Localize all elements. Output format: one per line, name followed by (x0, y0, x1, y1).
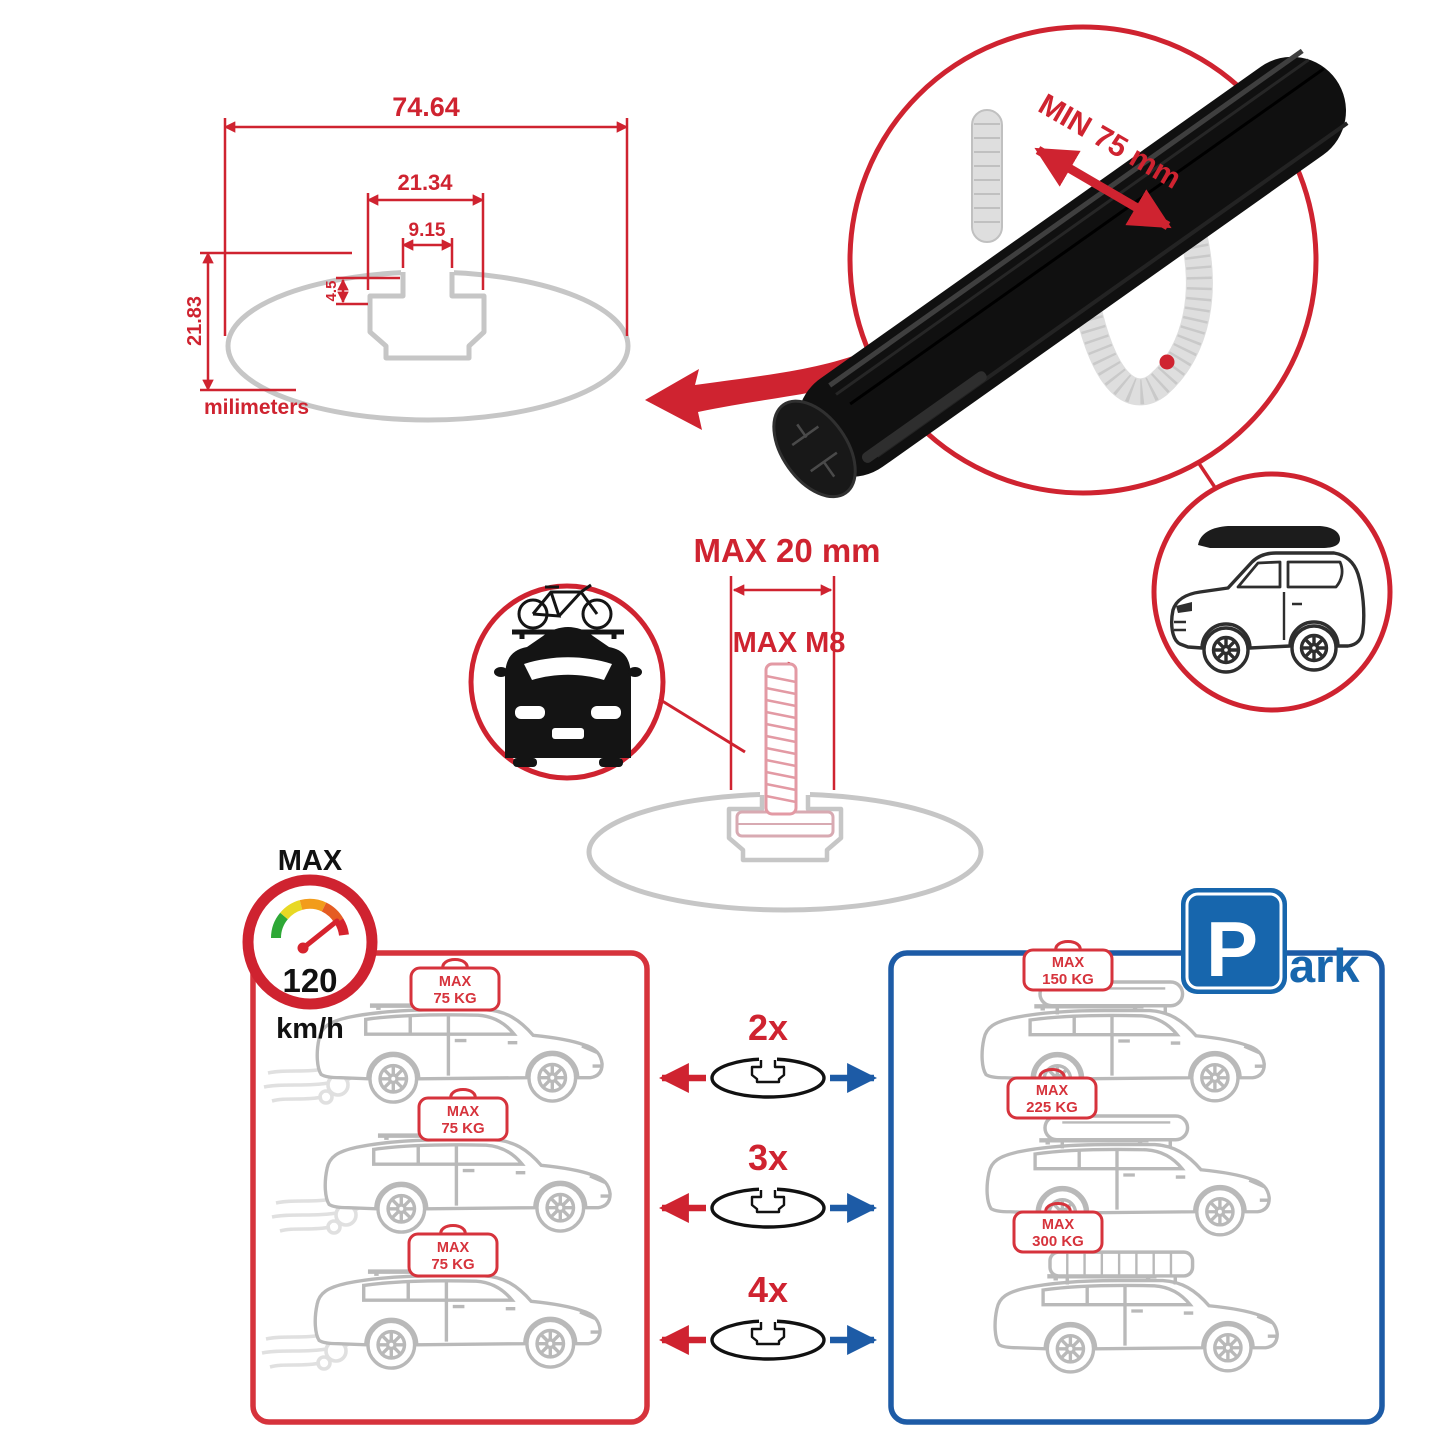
svg-text:MAX: MAX (437, 1240, 470, 1256)
load-badge-parked-1: MAX 150 KG (1022, 940, 1114, 992)
svg-text:300 KG: 300 KG (1032, 1233, 1084, 1250)
multiplier-label: 2x (748, 1007, 788, 1048)
bar-count-icon (710, 1316, 826, 1361)
profile-channel (367, 272, 487, 361)
load-badge-parked-2: MAX 225 KG (1006, 1068, 1098, 1120)
svg-text:225 KG: 225 KG (1026, 1099, 1078, 1116)
bar-count-icon (710, 1054, 826, 1099)
roofbox-suv-circle (1151, 471, 1393, 713)
svg-text:MAX: MAX (1036, 1083, 1069, 1099)
load-badge-moving-2: MAX 75 KG (417, 1088, 509, 1142)
dim-profile-height-label: 21.83 (184, 296, 206, 346)
svg-text:MAX: MAX (1052, 955, 1085, 971)
load-badge-moving-3: MAX 75 KG (407, 1224, 499, 1278)
profile-dimension-diagram: 74.64 21.34 9.15 4.5 21.83 milimeters (184, 92, 872, 430)
speed-limit-gauge: MAX 120 km/h (242, 845, 378, 1045)
bike-circle-leader (658, 697, 746, 754)
clamp-strap-right (1071, 201, 1213, 406)
min-grip-arrow (1034, 146, 1172, 230)
car-front-icon (494, 627, 642, 767)
load-badge-moving-1: MAX 75 KG (409, 958, 501, 1012)
detail-connector-line (1196, 461, 1218, 490)
svg-text:75 KG: 75 KG (433, 990, 476, 1007)
park-sign: P ark (1181, 888, 1360, 994)
svg-text:MAX: MAX (447, 1104, 480, 1120)
dim-slot-width-label: 9.15 (409, 220, 446, 241)
bolt-max-length-label: MAX 20 mm (693, 532, 880, 569)
bolt-shaft (764, 662, 798, 816)
bike-car-circle (468, 583, 666, 781)
dim-channel-width (366, 193, 485, 290)
svg-text:75 KG: 75 KG (431, 1256, 474, 1273)
unit-label: milimeters (204, 396, 309, 419)
speed-max-label: MAX (278, 845, 343, 877)
bike-icon (517, 583, 613, 630)
svg-text:MAX: MAX (439, 974, 472, 990)
dim-slot-width (401, 238, 454, 268)
clamp-strap-left (971, 109, 1003, 243)
speed-value: 120 (282, 962, 337, 999)
multiplier-label: 3x (748, 1137, 788, 1178)
multiplier-row-3: 4x (659, 1269, 877, 1361)
speed-unit: km/h (276, 1013, 344, 1045)
crossbar-3d (772, 48, 1349, 499)
clamp-pivot-dot (1159, 354, 1175, 370)
moving-load-panel: MAX 75 KG MAX 75 KG MAX 75 KG (250, 950, 650, 1425)
bolt-diagram: MAX 20 mm MAX M8 (468, 532, 984, 913)
multiplier-row-1: 2x (659, 1007, 877, 1099)
bolt-dim-lines (729, 576, 836, 790)
multiplier-row-2: 3x (659, 1137, 877, 1229)
dim-channel-width-label: 21.34 (397, 170, 453, 195)
parked-load-panel: MAX 150 KG MAX 225 KG MAX 300 KG (888, 940, 1385, 1425)
clamp-detail-circle: MIN 75 mm (772, 24, 1349, 499)
bolt-thread-label: MAX M8 (733, 627, 846, 659)
suv-illustration (1170, 526, 1366, 674)
park-sign-suffix: ark (1289, 939, 1360, 992)
dim-lip-depth (336, 276, 400, 306)
svg-text:MAX: MAX (1042, 1217, 1075, 1233)
dim-total-width-label: 74.64 (392, 92, 460, 122)
dim-profile-height (200, 251, 352, 392)
pointer-arrow (645, 352, 872, 430)
bolt-head (735, 810, 835, 838)
dim-total-width (223, 118, 629, 336)
bar-count-icon (710, 1184, 826, 1229)
gauge-needle (299, 918, 340, 952)
suv-roofbox (1198, 526, 1340, 548)
load-badge-parked-3: MAX 300 KG (1012, 1202, 1104, 1254)
svg-text:75 KG: 75 KG (441, 1120, 484, 1137)
dim-lip-depth-label: 4.5 (323, 281, 340, 302)
park-sign-letter: P (1206, 905, 1258, 993)
multiplier-label: 4x (748, 1269, 788, 1310)
svg-text:150 KG: 150 KG (1042, 971, 1094, 988)
